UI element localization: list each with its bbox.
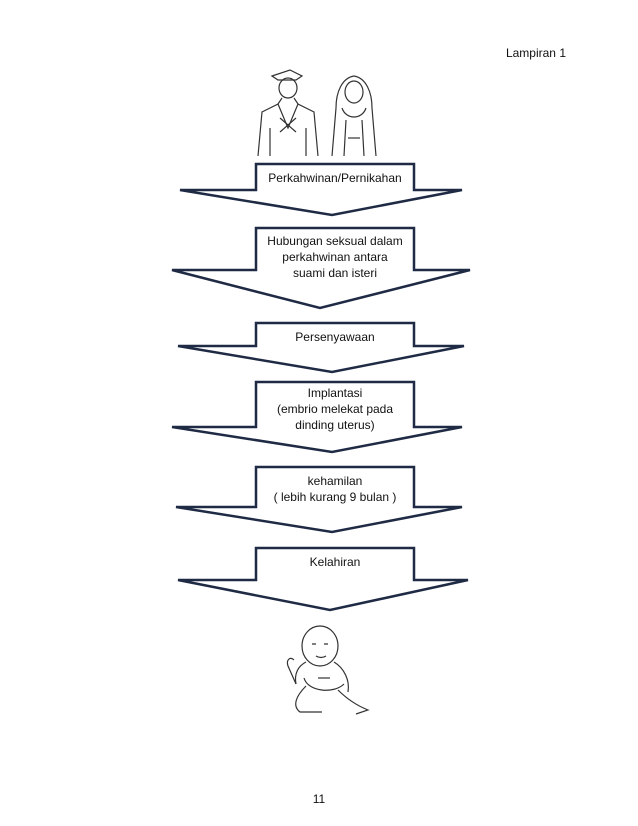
page-number: 11 [312,792,326,806]
arrow-step-2 [171,226,471,310]
step-1-label: Perkahwinan/Pernikahan [268,171,402,185]
step-6-label: Kelahiran [309,555,361,569]
arrow-step-3 [177,321,465,374]
header-label: Lampiran 1 [505,46,566,60]
bride-groom-illustration-icon [257,69,377,157]
step-3-label: Persenyawaan [295,330,375,344]
step-2-label: Hubungan seksual dalam perkahwinan antar… [267,234,403,280]
step-5-label: kehamilan ( lebih kurang 9 bulan ) [273,474,397,504]
step-4-label: Implantasi (embrio melekat pada dinding … [276,386,394,432]
arrow-step-1 [179,162,463,217]
baby-illustration-icon [286,625,370,715]
arrow-step-5 [175,465,463,534]
arrow-step-4 [171,380,463,454]
arrow-step-6 [177,546,469,612]
